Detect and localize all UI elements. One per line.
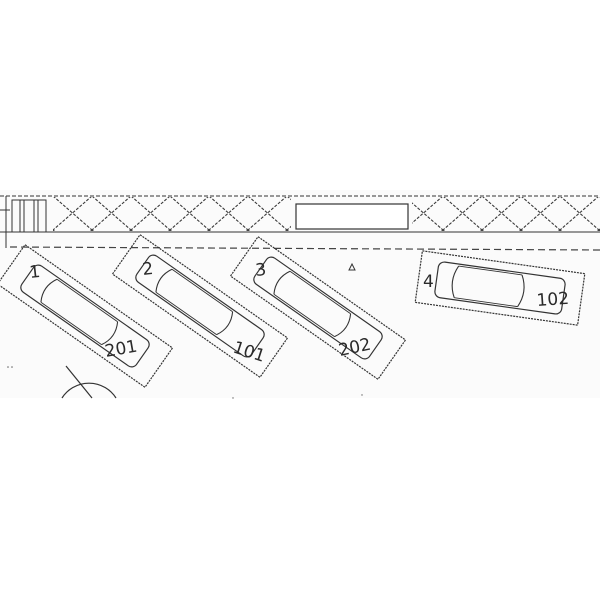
- space-number-3: 3: [254, 260, 267, 281]
- windshield: [451, 265, 460, 298]
- fence-panel: [295, 203, 409, 230]
- compass-icon: [61, 365, 117, 399]
- parking-space-1: [0, 243, 174, 389]
- space-outline: [229, 235, 407, 381]
- parking-space-3: [229, 235, 407, 381]
- car-body: [135, 254, 265, 358]
- windshield: [273, 270, 291, 295]
- car-body: [253, 256, 383, 360]
- space-number-2: 2: [141, 259, 154, 280]
- windshield: [40, 278, 58, 303]
- rear-window: [216, 311, 234, 336]
- space-outline: [414, 250, 586, 326]
- rear-window: [334, 313, 352, 338]
- space-number-4: 4: [423, 272, 434, 292]
- gate-block: [0, 196, 47, 248]
- lattice-right: [412, 197, 600, 231]
- car-body: [20, 264, 150, 368]
- lattice-left: [53, 197, 291, 231]
- rear-window: [101, 321, 119, 346]
- parking-space-4: [414, 250, 586, 326]
- car-body: [434, 261, 566, 315]
- scan-specks: [7, 366, 363, 399]
- fence-band: [0, 195, 600, 248]
- windshield: [155, 268, 173, 293]
- space-outline: [0, 243, 174, 389]
- space-number-1: 1: [28, 262, 41, 283]
- rear-window: [517, 274, 525, 307]
- survey-marker-icon: [348, 262, 356, 271]
- unit-label-4: 102: [536, 289, 570, 311]
